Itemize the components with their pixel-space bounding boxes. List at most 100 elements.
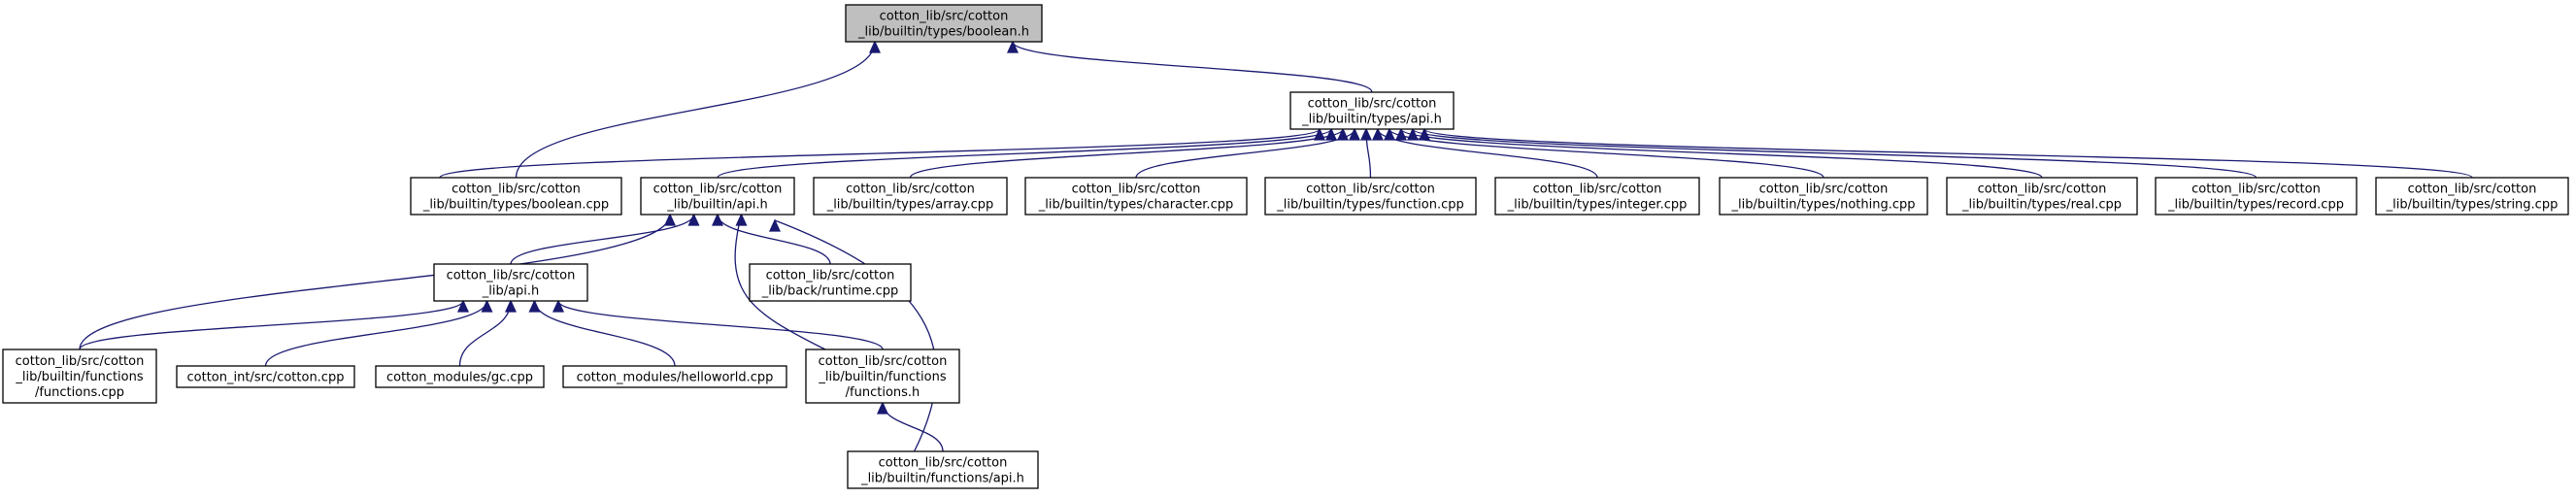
node-box	[1946, 177, 2138, 216]
node-label-line: _lib/builtin/types/array.cpp	[826, 198, 994, 213]
edge-line	[1388, 128, 1824, 179]
node-label-line: cotton_lib/src/cotton	[2191, 183, 2321, 197]
arrowhead-icon	[528, 299, 541, 313]
file-node-functions-cpp[interactable]: cotton_lib/src/cotton_lib/builtin/functi…	[2, 349, 157, 404]
file-node-character-cpp[interactable]: cotton_lib/src/cotton_lib/builtin/types/…	[1024, 177, 1248, 216]
node-label-line: _lib/builtin/functions/api.h	[860, 472, 1024, 486]
arrowhead-icon	[868, 40, 882, 53]
arrowhead-icon	[1359, 127, 1373, 141]
node-label-line: cotton_lib/src/cotton	[1978, 183, 2107, 197]
node-label-line: cotton_lib/src/cotton	[1759, 183, 1889, 197]
edge-line	[734, 214, 826, 350]
file-node-string-cpp[interactable]: cotton_lib/src/cotton_lib/builtin/types/…	[2375, 177, 2569, 216]
file-node-function-cpp[interactable]: cotton_lib/src/cotton_lib/builtin/types/…	[1264, 177, 1477, 216]
edge-line	[439, 128, 1321, 179]
node-label-line: cotton_lib/src/cotton	[2408, 183, 2537, 197]
file-node-helloworld-cpp[interactable]: cotton_modules/helloworld.cpp	[562, 365, 787, 388]
file-node-types-api-h[interactable]: cotton_lib/src/cotton_lib/builtin/types/…	[1289, 91, 1455, 130]
arrowhead-icon	[1383, 127, 1396, 141]
node-label-line: cotton_lib/src/cotton	[452, 183, 581, 197]
node-label-line: _lib/builtin/types/character.cpp	[1038, 198, 1233, 213]
node-label-line: cotton_lib/src/cotton	[766, 269, 895, 283]
node-box	[2155, 177, 2358, 216]
file-node-gc-cpp[interactable]: cotton_modules/gc.cpp	[375, 365, 545, 388]
edge-line	[1423, 128, 2473, 179]
node-box	[410, 177, 622, 216]
node-box	[1494, 177, 1700, 216]
node-label-line: cotton_lib/src/cotton	[819, 354, 948, 369]
dependency-edge	[264, 299, 493, 367]
file-node-real-cpp[interactable]: cotton_lib/src/cotton_lib/builtin/types/…	[1946, 177, 2138, 216]
edge-line	[515, 41, 876, 179]
node-box	[805, 349, 960, 404]
arrowhead-icon	[663, 213, 677, 226]
dependency-edge	[768, 218, 937, 452]
node-box	[749, 263, 912, 302]
file-node-boolean-cpp[interactable]: cotton_lib/src/cotton_lib/builtin/types/…	[410, 177, 622, 216]
file-node-lib-api-h[interactable]: cotton_lib/src/cotton_lib/api.h	[433, 263, 588, 302]
node-label-line: cotton_lib/src/cotton	[1072, 183, 1201, 197]
arrowhead-icon	[504, 299, 518, 313]
node-box	[2, 349, 157, 404]
arrowhead-icon	[711, 213, 724, 226]
arrowhead-icon	[1406, 127, 1420, 141]
edges-layer	[79, 40, 2473, 452]
dependency-edge	[1359, 127, 1373, 179]
node-label-line: cotton_lib/src/cotton	[16, 354, 145, 369]
file-node-record-cpp[interactable]: cotton_lib/src/cotton_lib/builtin/types/…	[2155, 177, 2358, 216]
dependency-edge	[552, 299, 884, 350]
dependency-edge	[515, 40, 882, 179]
file-node-cotton-cpp[interactable]: cotton_int/src/cotton.cpp	[176, 365, 355, 388]
file-node-runtime-cpp[interactable]: cotton_lib/src/cotton_lib/back/runtime.c…	[749, 263, 912, 302]
node-label-line: cotton_lib/src/cotton	[1308, 97, 1437, 112]
edge-line	[717, 214, 831, 265]
node-label-line: cotton_modules/helloworld.cpp	[577, 371, 774, 385]
edge-line	[1135, 128, 1355, 179]
node-label-line: cotton_int/src/cotton.cpp	[187, 371, 345, 385]
edge-line	[557, 300, 884, 350]
arrowhead-icon	[1348, 127, 1361, 141]
node-label-line: _lib/builtin/functions	[15, 370, 144, 384]
file-node-functions-api-h[interactable]: cotton_lib/src/cotton_lib/builtin/functi…	[847, 450, 1039, 489]
edge-line	[533, 300, 676, 367]
arrowhead-icon	[552, 299, 565, 313]
dependency-edge	[711, 213, 831, 265]
dependency-edge	[876, 401, 944, 452]
node-box	[847, 450, 1039, 489]
node-label-line: cotton_lib/src/cotton	[1306, 183, 1435, 197]
dependency-edge	[1394, 127, 2043, 179]
file-node-functions-h[interactable]: cotton_lib/src/cotton_lib/builtin/functi…	[805, 349, 960, 404]
edge-line	[909, 128, 1344, 179]
file-node-builtin-api-h[interactable]: cotton_lib/src/cotton_lib/builtin/api.h	[640, 177, 795, 216]
dependency-edge	[1135, 127, 1361, 179]
dependency-edge	[439, 127, 1326, 179]
node-label-line: _lib/builtin/types/boolean.cpp	[422, 198, 609, 213]
dependency-edge	[528, 299, 676, 367]
file-node-integer-cpp[interactable]: cotton_lib/src/cotton_lib/builtin/types/…	[1494, 177, 1700, 216]
edge-line	[1400, 128, 2043, 179]
edge-line	[774, 219, 937, 452]
node-label-line: cotton_lib/src/cotton	[846, 183, 975, 197]
node-box	[845, 4, 1043, 43]
node-label-line: _lib/builtin/types/api.h	[1301, 113, 1442, 127]
arrowhead-icon	[456, 299, 470, 313]
edge-line	[882, 402, 944, 452]
dependency-edge	[1418, 127, 2473, 179]
edge-line	[79, 300, 464, 350]
node-label-line: cotton_lib/src/cotton	[447, 269, 576, 283]
arrowhead-icon	[876, 401, 889, 415]
node-label-line: _lib/builtin/types/string.cpp	[2386, 198, 2559, 213]
node-label-line: cotton_lib/src/cotton	[879, 456, 1008, 471]
node-label-line: /functions.h	[846, 385, 920, 400]
node-box	[640, 177, 795, 216]
node-label-line: _lib/builtin/api.h	[666, 198, 768, 213]
node-label-line: _lib/builtin/types/boolean.h	[857, 25, 1029, 40]
file-node-array-cpp[interactable]: cotton_lib/src/cotton_lib/builtin/types/…	[813, 177, 1008, 216]
dependency-edge	[1383, 127, 1824, 179]
file-node-boolean-h[interactable]: cotton_lib/src/cotton_lib/builtin/types/…	[845, 4, 1043, 43]
node-box	[1264, 177, 1477, 216]
node-label-line: _lib/api.h	[482, 284, 540, 299]
file-node-nothing-cpp[interactable]: cotton_lib/src/cotton_lib/builtin/types/…	[1719, 177, 1928, 216]
arrowhead-icon	[481, 299, 493, 313]
